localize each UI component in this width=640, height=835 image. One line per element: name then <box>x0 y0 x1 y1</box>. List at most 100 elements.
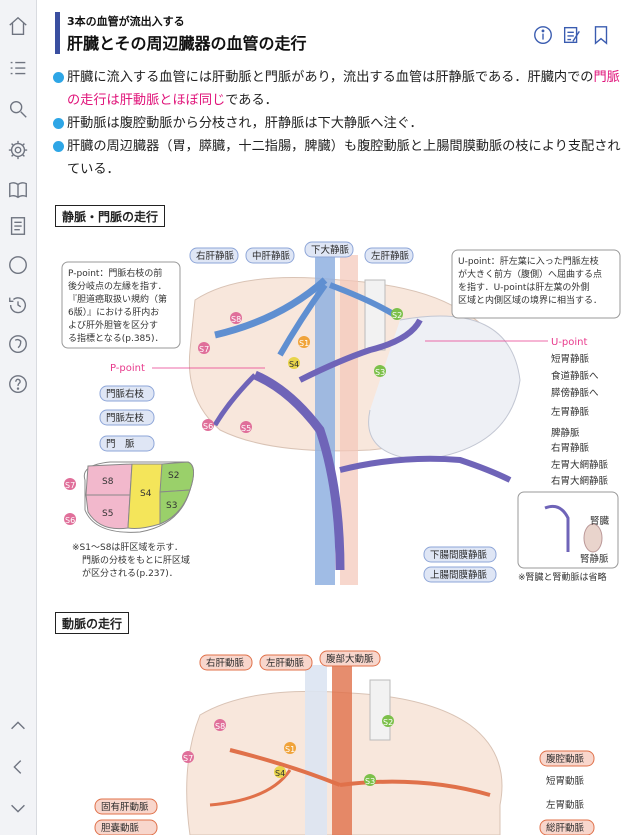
label-left-gastroepiploic-vein: 左胃大網静脈 <box>551 459 609 471</box>
aorta-vessel-2 <box>332 660 352 835</box>
label-cystic-artery: 胆嚢動脈 <box>101 822 140 834</box>
memo-icon[interactable] <box>561 24 583 46</box>
label-portal-right-branch: 門脈右枝 <box>106 388 145 400</box>
ivc-vessel <box>315 255 335 585</box>
p-point-note-line: P-point：門脈右枝の前 <box>68 267 162 279</box>
u-point-label: U-point <box>551 337 588 348</box>
segment-note: ※S1〜S8は肝区域を示す． 門脈の分枝をもとに肝区域 が区分される(p.237… <box>72 541 190 579</box>
middle-hepatic-vein <box>277 283 328 357</box>
artery-diagram: 右肝動脈 左肝動脈 腹部大動脈 S8 S7 S2 S1 S4 S3 固有肝動脈 … <box>94 650 595 835</box>
label-paraesophageal-vein: 膵傍静脈へ <box>551 387 599 399</box>
map-s8: S8 <box>102 477 114 487</box>
book-icon[interactable] <box>6 178 30 202</box>
label-right-gastric-vein: 右胃静脈 <box>551 442 590 454</box>
label-left-gastric-artery: 左胃動脈 <box>546 799 585 811</box>
segment-s7: S7 <box>199 345 209 354</box>
p-point-note: P-point：門脈右枝の前 後分岐点の左縁を指す． 『胆道癌取扱い規約（第 6… <box>68 267 167 344</box>
settings-icon[interactable] <box>6 138 30 162</box>
section-label-arteries: 動脈の走行 <box>55 612 130 634</box>
u-point-note-box <box>451 249 621 319</box>
bullet-dot <box>53 72 64 83</box>
history-icon[interactable] <box>6 293 30 317</box>
hepatic-artery <box>229 748 341 787</box>
label-left-gastric-vein: 左胃静脈 <box>551 406 590 418</box>
notes-icon[interactable] <box>6 214 30 238</box>
home-icon[interactable] <box>6 14 30 38</box>
map-s6: S6 <box>65 516 75 525</box>
bullet-item: 肝動脈は腹腔動脈から分枝され，肝静脈は下大静脈へ注ぐ． <box>53 112 628 135</box>
list-icon[interactable] <box>6 56 30 80</box>
label-short-gastric-vein: 短胃静脈 <box>551 353 590 365</box>
portal-left-branch <box>298 318 423 383</box>
esophagus-shape <box>364 279 386 351</box>
segment2-s4: S4 <box>275 769 285 778</box>
map-s5: S5 <box>102 509 113 519</box>
page-title: 肝臓とその周辺臓器の血管の走行 <box>67 34 307 53</box>
p-point-label: P-point <box>110 363 145 374</box>
segment-s5: S5 <box>241 424 251 433</box>
help-icon[interactable] <box>6 372 30 396</box>
bullet-item: 肝臓に流入する血管には肝動脈と門脈があり，流出する血管は肝静脈である．肝臓内での… <box>53 66 628 112</box>
summary-bullets: 肝臓に流入する血管には肝動脈と門脈があり，流出する血管は肝静脈である．肝臓内での… <box>53 66 628 181</box>
u-point-note-line: を指す．U-pointは肝左葉の外側 <box>458 281 589 293</box>
segment-map: S8 S5 S4 S2 S3 S7 S6 <box>64 461 194 533</box>
segment-note-line: が区分される(p.237)． <box>82 567 178 579</box>
segment-note-line: ※S1〜S8は肝区域を示す． <box>72 541 183 553</box>
left-toolbar: OB <box>0 0 37 835</box>
ob-icon[interactable]: OB <box>6 253 30 277</box>
p-point-note-line: よび肝外胆管を区分す <box>68 319 158 331</box>
segment-s3: S3 <box>375 368 385 377</box>
bullet-text: 肝臓の周辺臓器（胃，膵臓，十二指腸，脾臓）も腹腔動脈と上腸間膜動脈の枝により支配… <box>67 139 621 177</box>
stomach-shape <box>368 315 521 461</box>
section-label-veins: 静脈・門脈の走行 <box>55 205 166 227</box>
bookmark-icon[interactable] <box>590 24 612 46</box>
u-point-note-line: U-point：肝左葉に入った門脈左枝 <box>458 255 599 267</box>
segment-s2: S2 <box>392 311 402 320</box>
label-superior-mesenteric-vein: 上腸間膜静脈 <box>430 569 488 581</box>
pill-bg <box>423 546 497 563</box>
p-point-note-line: 後分岐点の左縁を指す． <box>68 280 167 292</box>
label-abdominal-aorta: 腹部大動脈 <box>326 653 374 665</box>
esophagus-shape-2 <box>369 679 391 741</box>
label-right-hepatic-vein: 右肝静脈 <box>196 250 235 262</box>
right-hepatic-vein <box>214 277 328 339</box>
segment2-s7: S7 <box>183 754 193 763</box>
p-point-note-line: 6版）』における肝内お <box>68 306 159 318</box>
evernote-icon[interactable] <box>6 332 30 356</box>
label-left-hepatic-artery: 左肝動脈 <box>266 657 305 669</box>
u-point-note-line: が大きく前方（腹側）へ屈曲する点 <box>458 268 602 280</box>
label-kidney: 腎臓 <box>590 516 610 527</box>
portal-right-branch <box>212 373 257 427</box>
left-labels: 門脈右枝 門脈左枝 門 脈 <box>99 385 155 452</box>
segment-s4: S4 <box>289 360 299 369</box>
label-left-hepatic-vein: 左肝静脈 <box>371 250 410 262</box>
label-celiac-artery: 腹腔動脈 <box>546 753 585 765</box>
p-point-note-line: 『胆道癌取扱い規約（第 <box>68 293 167 305</box>
chevron-left-icon[interactable] <box>6 755 30 779</box>
chevron-down-icon[interactable] <box>6 796 30 820</box>
right-labels: 短胃静脈 食道静脈へ 膵傍静脈へ 左胃静脈 脾静脈 右胃静脈 左胃大網静脈 右胃… <box>551 353 609 487</box>
svg-text:OB: OB <box>13 261 25 271</box>
page-header: 3本の血管が流出入する 肝臓とその周辺臓器の血管の走行 <box>55 12 625 56</box>
label-right-gastroepiploic-vein: 右胃大網静脈 <box>551 475 609 487</box>
map-s2: S2 <box>168 471 179 481</box>
segment2-s2: S2 <box>383 718 393 727</box>
info-icon[interactable] <box>532 24 554 46</box>
label-short-gastric-artery: 短胃動脈 <box>546 775 585 787</box>
segment-s1: S1 <box>299 339 309 348</box>
p-point-note-box <box>61 261 181 349</box>
search-icon[interactable] <box>6 97 30 121</box>
segment2-s1: S1 <box>285 745 295 754</box>
label-common-hepatic-artery: 総肝動脈 <box>546 822 585 834</box>
segment-markers: S8 S7 S6 S5 S4 S3 S2 S1 <box>198 308 403 433</box>
label-renal-vein: 腎静脈 <box>580 553 609 565</box>
renal-note: ※腎臓と腎動脈は省略 <box>518 571 607 583</box>
top-labels-2: 右肝動脈 左肝動脈 腹部大動脈 <box>199 650 381 671</box>
map-s3: S3 <box>166 501 177 511</box>
bullet-dot <box>53 141 64 152</box>
label-splenic-vein: 脾静脈 <box>551 427 580 439</box>
chevron-up-icon[interactable] <box>6 714 30 738</box>
map-s4: S4 <box>140 489 152 499</box>
segment-markers-2: S8 S7 S2 S1 S4 S3 <box>182 715 394 786</box>
label-inferior-mesenteric-vein: 下腸間膜静脈 <box>430 549 488 561</box>
